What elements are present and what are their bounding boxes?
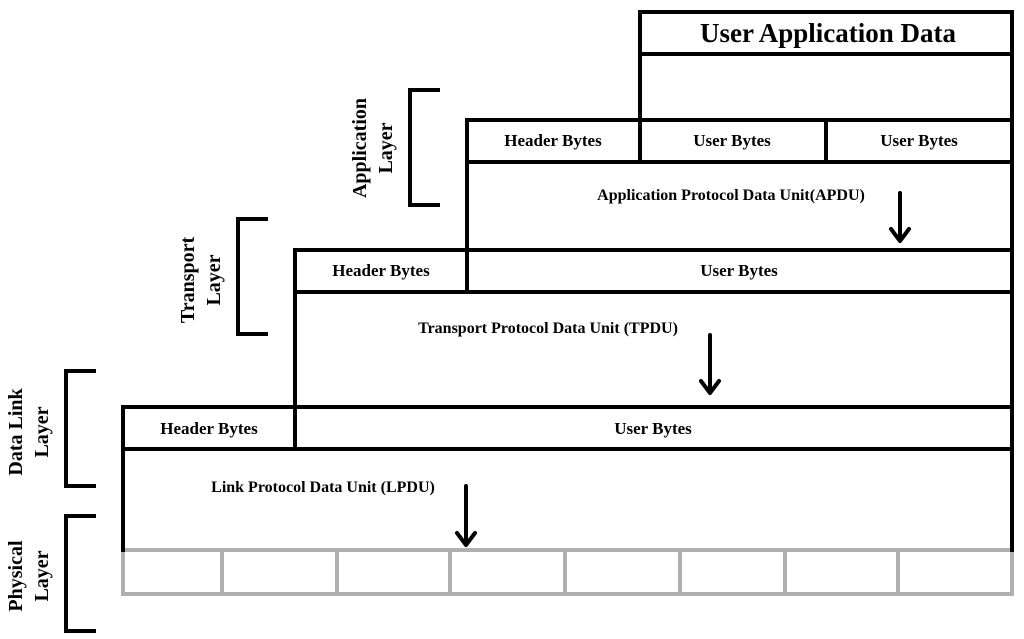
tpdu-down-arrow (699, 333, 721, 395)
transport-row-box (293, 248, 1014, 294)
physical-layer-label-line1: Physical (5, 540, 27, 612)
tpdu-label: Transport Protocol Data Unit (TPDU) (418, 320, 678, 337)
link-header-bytes: Header Bytes (160, 419, 258, 438)
transport-user-bytes: User Bytes (700, 261, 778, 280)
data-link-layer-bracket (64, 369, 96, 488)
transport-layer-bracket (236, 217, 268, 336)
physical-layer-bracket (64, 514, 96, 633)
application-row-box (465, 118, 1014, 164)
data-link-layer-label-line2: Layer (31, 406, 53, 457)
application-user-bytes-1: User Bytes (693, 131, 771, 150)
application-layer-label-line2: Layer (375, 122, 397, 173)
application-layer-label-line1: Application (349, 98, 371, 198)
application-layer-bracket (408, 88, 440, 207)
lpdu-down-arrow (455, 484, 477, 547)
link-user-bytes: User Bytes (614, 419, 692, 438)
apdu-label: Application Protocol Data Unit(APDU) (597, 187, 865, 204)
transport-header-bytes: Header Bytes (332, 261, 430, 280)
application-header-bytes: Header Bytes (504, 131, 602, 150)
link-row-box (121, 405, 1014, 451)
application-user-bytes-2: User Bytes (880, 131, 958, 150)
transport-layer-label-line2: Layer (203, 254, 225, 305)
lpdu-label: Link Protocol Data Unit (LPDU) (211, 479, 435, 496)
user-application-data-title: User Application Data (700, 18, 957, 48)
transport-layer-label-line1: Transport (177, 237, 199, 324)
physical-layer-label-line2: Layer (31, 550, 53, 601)
apdu-down-arrow (889, 191, 911, 243)
user-application-data-box (638, 10, 1014, 56)
data-link-layer-label-line1: Data Link (5, 388, 27, 476)
physical-layer-cells (121, 548, 1014, 596)
frame-structure (121, 10, 1014, 552)
